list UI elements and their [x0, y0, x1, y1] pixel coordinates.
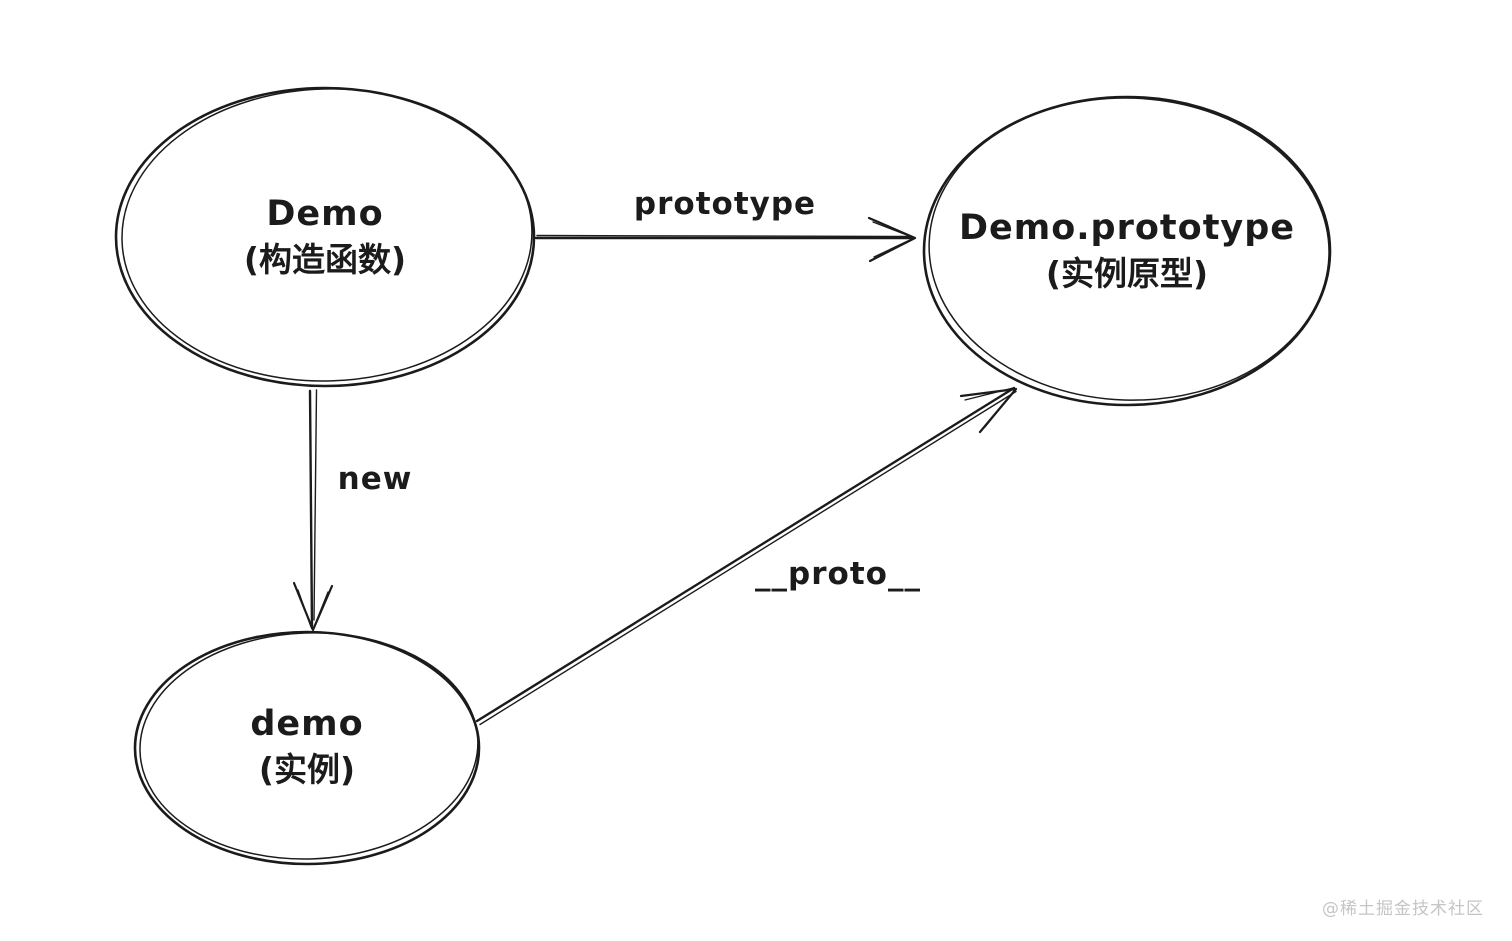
arrow-proto [475, 386, 1018, 726]
arrow-prototype [534, 216, 917, 263]
node-demo-prototype-shape [922, 95, 1332, 407]
arrow-new [292, 389, 334, 632]
node-demo-constructor-shape [114, 86, 536, 388]
node-demo-instance-shape [133, 630, 481, 866]
